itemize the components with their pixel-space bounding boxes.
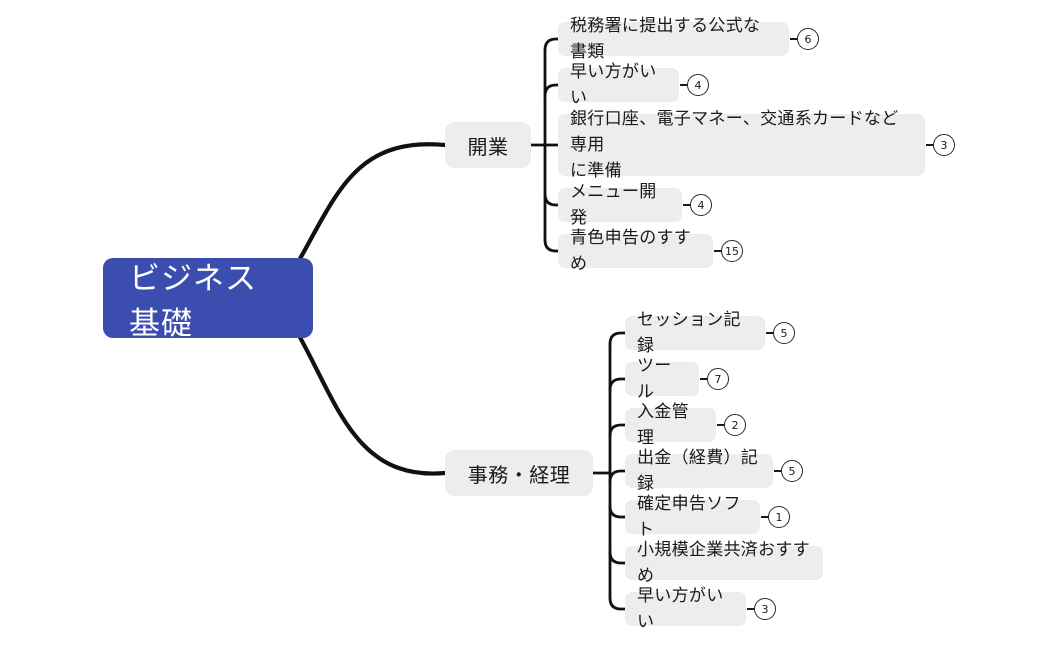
leaf-node-label: 青色申告のすすめ	[570, 228, 692, 274]
badge-connector	[747, 607, 755, 611]
branch-node-label: 開業	[467, 134, 509, 159]
connector-line	[543, 83, 560, 98]
leaf-node-label: セッション記録	[637, 310, 741, 356]
count-badge[interactable]: 15	[721, 240, 743, 262]
leaf-node-label: 税務署に提出する公式な書類	[570, 16, 761, 62]
leaf-node[interactable]: 青色申告のすすめ	[558, 228, 713, 274]
leaf-node-label: 小規模企業共済おすすめ	[637, 540, 810, 586]
connector-line	[608, 550, 627, 565]
leaf-node[interactable]: メニュー開発	[558, 182, 682, 228]
connector-line	[294, 329, 448, 476]
branch-node-jimu-keiri[interactable]: 事務・経理	[445, 450, 593, 496]
connector-line	[608, 377, 627, 392]
leaf-node-label: 入金管理	[637, 402, 689, 448]
badge-connector	[717, 423, 725, 427]
connector-line	[608, 469, 627, 484]
connector-line	[294, 142, 448, 267]
leaf-node-label: メニュー開発	[570, 182, 657, 228]
badge-connector	[761, 515, 769, 519]
connector-line	[608, 504, 627, 519]
leaf-node[interactable]: 早い方がいい	[625, 586, 746, 632]
root-node-label: ビジネス基礎	[129, 261, 257, 342]
connector-line	[608, 423, 627, 438]
leaf-node-label: 銀行口座、電子マネー、交通系カードなど専用 に準備	[570, 109, 899, 181]
leaf-node-label: ツール	[637, 356, 672, 402]
count-badge[interactable]: 3	[754, 598, 776, 620]
count-badge[interactable]: 6	[797, 28, 819, 50]
connector-line	[543, 238, 560, 253]
leaf-node[interactable]: 銀行口座、電子マネー、交通系カードなど専用 に準備	[558, 109, 925, 181]
leaf-node[interactable]: ツール	[625, 356, 699, 402]
leaf-node[interactable]: 出金（経費）記録	[625, 448, 773, 494]
connector-line	[608, 331, 627, 346]
count-badge[interactable]: 5	[781, 460, 803, 482]
count-badge[interactable]: 3	[933, 134, 955, 156]
count-badge[interactable]: 4	[687, 74, 709, 96]
badge-connector	[683, 203, 691, 207]
badge-connector	[766, 331, 774, 335]
branch-node-label: 事務・経理	[467, 462, 571, 487]
leaf-node[interactable]: 早い方がいい	[558, 62, 679, 108]
leaf-node[interactable]: 確定申告ソフト	[625, 494, 760, 540]
count-badge[interactable]: 4	[690, 194, 712, 216]
leaf-node[interactable]: 小規模企業共済おすすめ	[625, 540, 823, 586]
connector-line	[608, 596, 627, 611]
count-badge[interactable]: 2	[724, 414, 746, 436]
branch-node-kaigyo[interactable]: 開業	[445, 122, 531, 168]
connector-line	[543, 192, 560, 207]
root-node[interactable]: ビジネス基礎	[103, 258, 313, 342]
leaf-node[interactable]: 税務署に提出する公式な書類	[558, 16, 789, 62]
leaf-node-label: 出金（経費）記録	[637, 448, 759, 494]
connector-line	[543, 37, 560, 52]
leaf-node[interactable]: 入金管理	[625, 402, 716, 448]
count-badge[interactable]: 1	[768, 506, 790, 528]
badge-connector	[926, 143, 934, 147]
leaf-node[interactable]: セッション記録	[625, 310, 765, 356]
badge-connector	[680, 83, 688, 87]
badge-connector	[714, 249, 722, 253]
badge-connector	[774, 469, 782, 473]
leaf-node-label: 確定申告ソフト	[637, 494, 741, 540]
count-badge[interactable]: 7	[707, 368, 729, 390]
badge-connector	[700, 377, 708, 381]
leaf-node-label: 早い方がいい	[570, 62, 657, 108]
count-badge[interactable]: 5	[773, 322, 795, 344]
leaf-node-label: 早い方がいい	[637, 586, 724, 632]
badge-connector	[790, 37, 798, 41]
